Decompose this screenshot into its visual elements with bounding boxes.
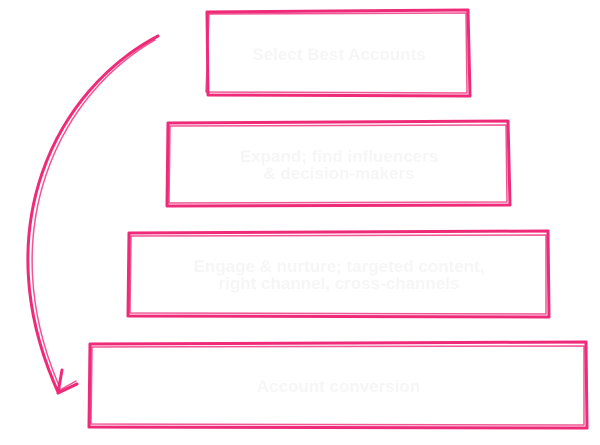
tier-2-box	[165, 119, 512, 208]
tier-3-line-1: Engage & nurture; targeted content,	[193, 257, 485, 276]
tier-2-label: Expand; find influencers & decision-make…	[168, 123, 510, 207]
tier-4-line-1: Account conversion	[256, 376, 421, 396]
tier-4-label: Account conversion	[90, 344, 587, 428]
tier-3-box	[126, 229, 551, 319]
tier-1-line-1: Select Best Accounts	[252, 44, 426, 64]
tier-3-label: Engage & nurture; targeted content, righ…	[129, 233, 549, 317]
tier-4-box	[87, 340, 589, 430]
tier-2-line-2: & decision-makers	[263, 164, 415, 183]
tier-1-label: Select Best Accounts	[208, 12, 470, 96]
curved-arrow-icon	[26, 34, 160, 395]
tier-2-line-1: Expand; find influencers	[239, 147, 439, 166]
tier-1-box	[205, 8, 472, 98]
tier-3-line-2: right channel, cross-channels	[218, 274, 460, 293]
